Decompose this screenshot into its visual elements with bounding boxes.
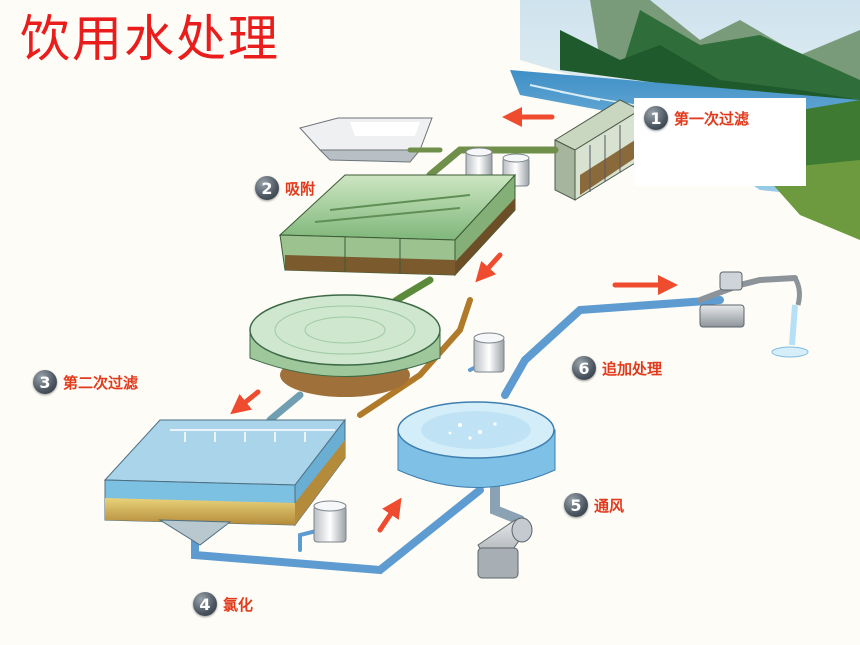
step-label: 追加处理 xyxy=(602,359,663,378)
step-label: 氯化 xyxy=(223,595,254,614)
aeration-tank xyxy=(397,401,556,488)
step-second-filter: 3 第二次过滤 xyxy=(33,370,138,394)
step-additional-treatment: 6 追加处理 xyxy=(572,356,662,380)
step-adsorption: 2 吸附 xyxy=(255,176,315,200)
step-label: 吸附 xyxy=(285,179,316,198)
step-label: 通风 xyxy=(594,496,625,515)
step-number-badge: 1 xyxy=(644,106,668,130)
flow-arrow xyxy=(230,107,678,533)
step-label: 第二次过滤 xyxy=(63,373,139,392)
sludge-trough xyxy=(299,117,433,163)
step-number-badge: 2 xyxy=(255,176,279,200)
step-first-filter: 1 第一次过滤 xyxy=(644,106,749,130)
second-filter-unit xyxy=(103,418,347,546)
adsorption-basin xyxy=(278,173,517,277)
step-number-badge: 4 xyxy=(193,592,217,616)
step-aeration: 5 通风 xyxy=(564,493,624,517)
clarifier-tank xyxy=(249,294,441,397)
pipes xyxy=(191,146,724,575)
step-number-badge: 6 xyxy=(572,356,596,380)
chemical-drum xyxy=(313,147,530,543)
first-filter-unit xyxy=(553,99,642,201)
blower xyxy=(477,517,533,579)
faucet xyxy=(697,271,809,358)
step-label: 第一次过滤 xyxy=(674,109,750,128)
page-title: 饮用水处理 xyxy=(20,10,280,68)
step-number-badge: 5 xyxy=(564,493,588,517)
step-chlorination: 4 氯化 xyxy=(193,592,253,616)
step-number-badge: 3 xyxy=(33,370,57,394)
